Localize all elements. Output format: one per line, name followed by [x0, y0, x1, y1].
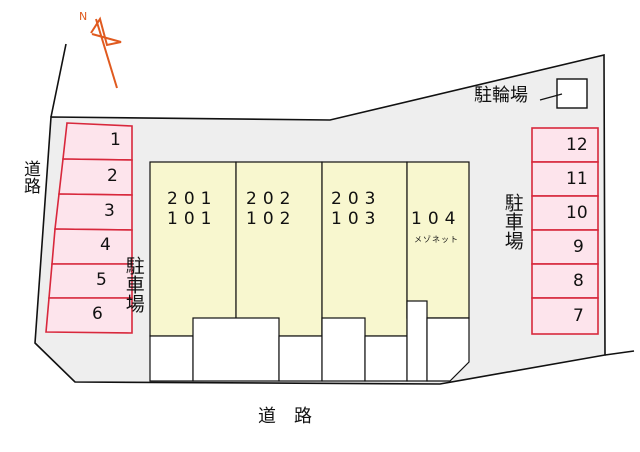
parking-left	[45, 122, 133, 334]
annex-6	[406, 300, 428, 382]
parking-number: 11	[566, 169, 588, 189]
unit-lower-number: 104	[411, 209, 462, 229]
parking-number: 4	[100, 235, 111, 255]
parking-number: 10	[566, 203, 588, 223]
parking-space-4	[51, 228, 133, 265]
annex-1	[149, 335, 194, 382]
parking-number: 7	[573, 306, 584, 326]
parking-left-label: 駐車場	[122, 256, 145, 313]
unit-lower-number: 101	[167, 209, 218, 229]
parking-number: 12	[566, 135, 588, 155]
parking-space-1	[62, 122, 133, 161]
parking-number: 1	[110, 130, 121, 150]
bicycle-parking-box	[556, 78, 588, 109]
parking-number: 6	[92, 304, 103, 324]
unit-upper-number: 203	[331, 189, 382, 209]
parking-space-9	[531, 229, 599, 265]
parking-space-12	[531, 127, 599, 163]
annex-5	[364, 335, 408, 382]
parking-right-label: 駐車場	[501, 193, 524, 250]
parking-number: 2	[107, 166, 118, 186]
parking-number: 5	[96, 270, 107, 290]
unit-maisonette-note: メゾネット	[414, 235, 459, 244]
parking-space-11	[531, 161, 599, 197]
unit-block-4	[406, 161, 470, 319]
unit-upper-number: 201	[167, 189, 218, 209]
parking-number: 9	[573, 237, 584, 257]
bicycle-parking-label: 駐輪場	[474, 85, 528, 106]
unit-lower-number: 103	[331, 209, 382, 229]
compass-icon	[90, 16, 122, 89]
parking-number: 3	[104, 201, 115, 221]
annex-4	[321, 317, 366, 382]
bicycle-parking-leader	[539, 93, 563, 101]
road-label-left: 道路	[20, 160, 40, 194]
north-label: N	[79, 10, 88, 23]
road-edge-right	[604, 350, 635, 356]
unit-block-3	[321, 161, 408, 337]
road-edge-left	[50, 43, 67, 118]
road-label-bottom: 道 路	[258, 406, 312, 427]
annex-2	[192, 317, 280, 382]
unit-lower-number: 102	[246, 209, 297, 229]
parking-space-6	[45, 297, 133, 334]
annex-3	[278, 335, 323, 382]
parking-space-8	[531, 263, 599, 299]
parking-space-3	[54, 193, 133, 231]
building	[149, 161, 470, 382]
unit-block-1	[149, 161, 237, 337]
parking-space-5	[48, 263, 133, 299]
unit-upper-number: 202	[246, 189, 297, 209]
annex-7	[426, 317, 470, 382]
parking-number: 8	[573, 271, 584, 291]
parking-right	[531, 127, 599, 335]
parking-space-7	[531, 297, 599, 335]
parking-space-10	[531, 195, 599, 231]
parking-space-2	[58, 158, 133, 196]
